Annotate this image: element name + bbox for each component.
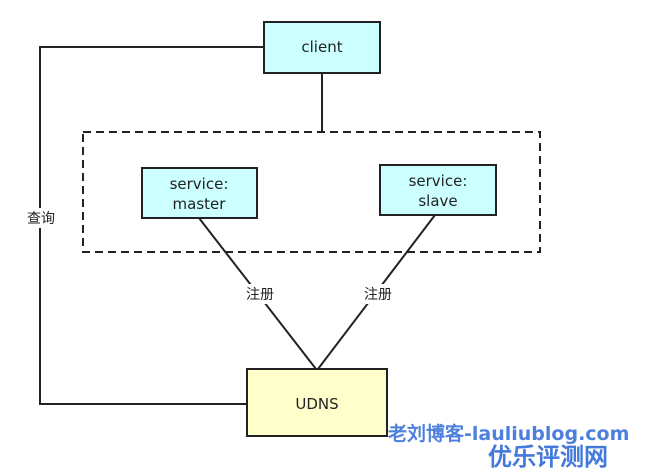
query-edge-label: 查询 (27, 211, 55, 227)
site-watermark: 优乐评测网 (488, 443, 608, 471)
client-box (263, 21, 381, 74)
udns-node: UDNS (246, 368, 388, 437)
service-slave-node: service: slave (379, 164, 497, 216)
client-label: client (301, 38, 342, 56)
client-node: client (263, 21, 381, 74)
register-slave-edge-label: 注册 (364, 287, 392, 303)
blog-watermark: 老刘博客-lauliublog.com (388, 422, 629, 445)
service-slave-box (379, 164, 497, 216)
service-master-node: service: master (141, 167, 258, 219)
service-group-border (82, 131, 541, 253)
service-master-label-line1: service: (170, 175, 229, 193)
udns-box (246, 368, 388, 437)
service-master-label-line2: master (173, 195, 227, 213)
service-slave-label-line1: service: (409, 172, 468, 190)
service-master-box (141, 167, 258, 219)
udns-label: UDNS (295, 395, 338, 413)
query-connector (39, 46, 264, 405)
service-slave-label-line2: slave (418, 192, 457, 210)
register-master-edge-label: 注册 (246, 287, 274, 303)
